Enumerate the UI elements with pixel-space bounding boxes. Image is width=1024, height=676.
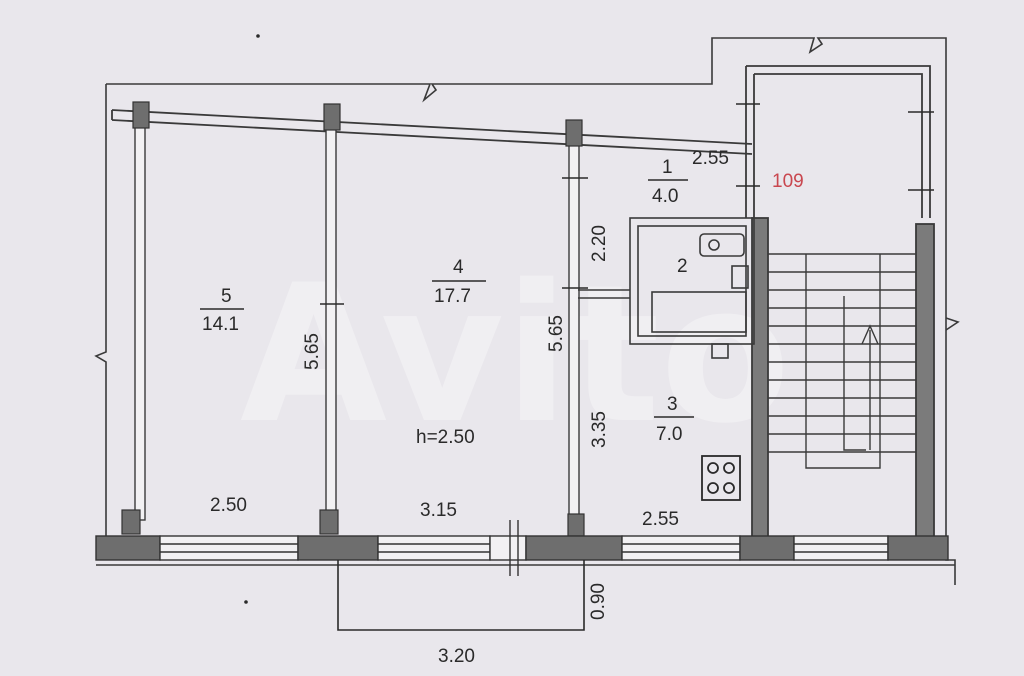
room-2-number: 2 xyxy=(677,256,688,277)
ceiling-height: h=2.50 xyxy=(416,427,475,448)
balcony xyxy=(337,560,585,631)
dim-balcony-width: 3.20 xyxy=(438,646,475,667)
sink-icon xyxy=(699,233,745,257)
outer-outline xyxy=(94,37,960,585)
toilet-icon xyxy=(731,265,749,289)
dim-kitchen-length: 3.35 xyxy=(589,411,610,448)
staircase xyxy=(768,253,916,469)
stair-arrow-icon xyxy=(861,324,879,345)
bottom-wall xyxy=(95,520,949,576)
top-wall xyxy=(111,109,753,155)
dim-bath-length: 2.20 xyxy=(589,225,610,262)
dim-room1-width: 2.55 xyxy=(692,148,729,169)
room-1-area: 4.0 xyxy=(652,186,678,207)
room-5-number: 5 xyxy=(221,286,232,307)
mark-dot xyxy=(244,600,248,604)
apartment-number: 109 xyxy=(772,171,804,192)
dim-room3-width: 2.55 xyxy=(642,509,679,530)
mark-dot xyxy=(256,34,260,38)
dim-room5-width: 2.50 xyxy=(210,495,247,516)
room-4-area: 17.7 xyxy=(434,286,471,307)
room-3-number: 3 xyxy=(667,394,678,415)
bathtub-icon xyxy=(651,291,747,333)
room-5-area: 14.1 xyxy=(202,314,239,335)
dim-room4-width: 3.15 xyxy=(420,500,457,521)
dim-room4-length: 5.65 xyxy=(546,315,567,352)
dimension-ticks xyxy=(320,103,934,305)
dim-room5-length: 5.65 xyxy=(302,333,323,370)
stove-icon xyxy=(701,455,741,501)
room-1-number: 1 xyxy=(662,157,673,178)
room-3-area: 7.0 xyxy=(656,424,682,445)
dim-balcony-depth: 0.90 xyxy=(588,583,609,620)
room-4-number: 4 xyxy=(453,257,464,278)
bathroom xyxy=(578,217,755,359)
columns xyxy=(121,101,585,537)
